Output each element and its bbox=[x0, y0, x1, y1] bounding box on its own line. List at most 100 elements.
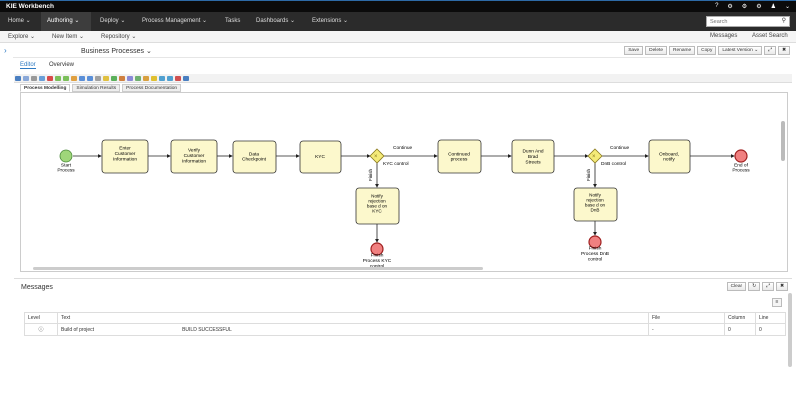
explore-menu[interactable]: Explore ⌄ bbox=[8, 34, 36, 40]
redo-icon[interactable] bbox=[63, 76, 69, 81]
asset-search-link[interactable]: Asset Search bbox=[752, 33, 788, 39]
gateway-dnb[interactable]: × bbox=[587, 148, 603, 164]
cut-icon[interactable] bbox=[31, 76, 37, 81]
horizontal-scrollbar[interactable] bbox=[33, 267, 483, 270]
nav-extensions[interactable]: Extensions ⌄ bbox=[312, 18, 349, 24]
zoom-out-icon[interactable] bbox=[87, 76, 93, 81]
nav-home[interactable]: Home ⌄ bbox=[8, 18, 31, 24]
messages-panel: Messages Clear ↻ ⤢ ✖ ≡ Level Text File C… bbox=[14, 278, 792, 400]
gateway-kyc[interactable]: × bbox=[369, 148, 385, 164]
expand-panel-icon[interactable]: › bbox=[4, 46, 7, 55]
maximize-button[interactable]: ⤢ bbox=[764, 46, 776, 55]
connectors bbox=[73, 154, 735, 243]
gear-icon[interactable]: ⚙ bbox=[727, 4, 733, 10]
messages-buttons: Clear ↻ ⤢ ✖ bbox=[726, 282, 788, 291]
nav-authoring[interactable]: Authoring ⌄ bbox=[41, 12, 91, 31]
top-bar: KIE Workbench ? ⚙ ⚙ ⚙ ♟ ⌄ bbox=[0, 0, 796, 12]
list-view-icon[interactable]: ≡ bbox=[772, 298, 782, 307]
save-icon[interactable] bbox=[15, 76, 21, 81]
close-icon[interactable]: ✖ bbox=[775, 282, 788, 291]
new-item-menu[interactable]: New Item ⌄ bbox=[52, 34, 85, 40]
task-onboard-notify[interactable]: Onboard,notify bbox=[648, 139, 691, 174]
message-line: 0 bbox=[755, 323, 786, 336]
end-event-main[interactable] bbox=[734, 149, 748, 163]
svg-text:×: × bbox=[592, 154, 596, 160]
vertical-scrollbar[interactable] bbox=[781, 121, 785, 161]
copy-button[interactable]: Copy bbox=[697, 46, 717, 55]
column-header-line[interactable]: Line bbox=[755, 312, 786, 324]
tab-process-documentation[interactable]: Process Documentation bbox=[122, 84, 182, 92]
chevron-down-icon[interactable]: ⌄ bbox=[784, 4, 790, 10]
nav-dashboards[interactable]: Dashboards ⌄ bbox=[256, 18, 296, 24]
messages-scrollbar[interactable] bbox=[788, 293, 792, 367]
repository-menu[interactable]: Repository ⌄ bbox=[101, 34, 137, 40]
latest-version-dropdown[interactable]: Latest Version ⌄ bbox=[718, 46, 763, 55]
tools-icon[interactable]: ⚙ bbox=[756, 4, 762, 10]
zoom-icon[interactable] bbox=[79, 76, 85, 81]
grid-icon[interactable] bbox=[95, 76, 101, 81]
end-event-kyc[interactable] bbox=[370, 242, 384, 256]
settings-icon[interactable]: ⚙ bbox=[741, 4, 748, 10]
user-icon[interactable]: ♟ bbox=[770, 4, 776, 10]
share-icon[interactable] bbox=[159, 76, 165, 81]
column-header-level[interactable]: Level bbox=[24, 312, 58, 324]
import-icon[interactable] bbox=[143, 76, 149, 81]
shape-icon[interactable] bbox=[71, 76, 77, 81]
tab-simulation-results[interactable]: Simulation Results bbox=[72, 84, 121, 92]
refresh-icon[interactable]: ↻ bbox=[748, 282, 761, 291]
export-icon[interactable] bbox=[167, 76, 173, 81]
column-header-file[interactable]: File bbox=[648, 312, 725, 324]
lock-icon[interactable] bbox=[103, 76, 109, 81]
nav-deploy[interactable]: Deploy ⌄ bbox=[100, 18, 126, 24]
search-input[interactable] bbox=[707, 17, 777, 26]
save-button[interactable]: Save bbox=[624, 46, 644, 55]
nav-tasks[interactable]: Tasks bbox=[225, 18, 241, 24]
fullscreen-icon[interactable] bbox=[183, 76, 189, 81]
tab-overview[interactable]: Overview bbox=[49, 62, 75, 68]
info-icon: ⓘ bbox=[24, 323, 58, 336]
task-kyc[interactable]: KYC bbox=[299, 140, 342, 174]
maximize-icon[interactable]: ⤢ bbox=[762, 282, 774, 291]
connect-icon[interactable] bbox=[135, 76, 141, 81]
copy-icon[interactable] bbox=[39, 76, 45, 81]
undo-icon[interactable] bbox=[55, 76, 61, 81]
layout-icon[interactable] bbox=[127, 76, 133, 81]
tab-process-modelling[interactable]: Process Modelling bbox=[20, 84, 71, 92]
validate-icon[interactable] bbox=[111, 76, 117, 81]
bulb-icon[interactable] bbox=[151, 76, 157, 81]
messages-link[interactable]: Messages bbox=[710, 33, 738, 39]
delete-icon[interactable] bbox=[47, 76, 53, 81]
column-header-text[interactable]: Text bbox=[57, 312, 649, 324]
select-icon[interactable] bbox=[23, 76, 29, 81]
close-button[interactable]: ✖ bbox=[777, 46, 790, 55]
page-title[interactable]: Business Processes ⌄ bbox=[81, 48, 152, 55]
start-event[interactable] bbox=[59, 149, 73, 163]
settings-icon-toolbar[interactable] bbox=[175, 76, 181, 81]
color-icon[interactable] bbox=[119, 76, 125, 81]
message-file: - bbox=[648, 323, 725, 336]
tab-editor[interactable]: Editor bbox=[20, 62, 36, 69]
nav-process-management[interactable]: Process Management ⌄ bbox=[142, 18, 208, 24]
finish-label-1: Finish bbox=[368, 168, 373, 181]
search-icon[interactable]: ⚲ bbox=[781, 18, 786, 24]
help-icon[interactable]: ? bbox=[715, 3, 719, 9]
delete-button[interactable]: Delete bbox=[645, 46, 668, 55]
column-header-column[interactable]: Column bbox=[724, 312, 756, 324]
rename-button[interactable]: Rename bbox=[669, 46, 696, 55]
end-event-dnb[interactable] bbox=[588, 235, 602, 249]
clear-button[interactable]: Clear bbox=[726, 282, 747, 291]
